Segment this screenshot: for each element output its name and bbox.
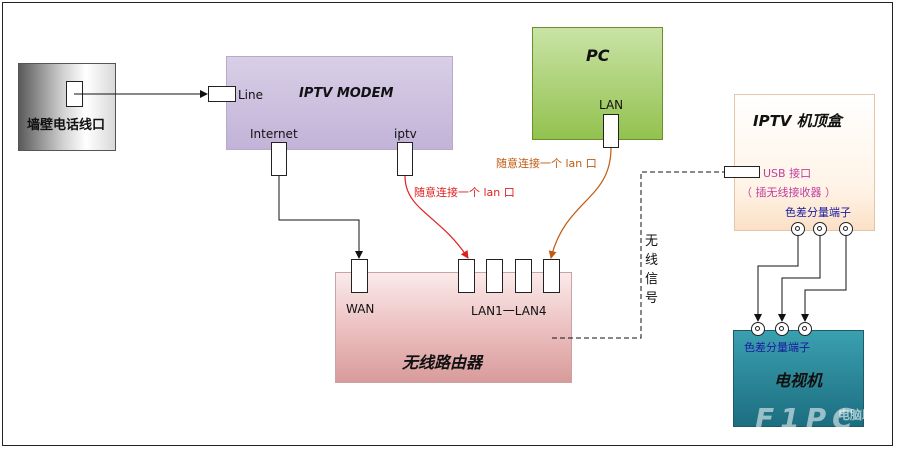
wall-label: 墙壁电话线口 (27, 118, 106, 133)
stb-title: IPTV 机顶盒 (753, 112, 842, 130)
iptv-modem-box: IPTV MODEM Line Internet iptv (226, 56, 453, 150)
pc-title: PC (586, 46, 610, 65)
router-lan-label: LAN1一LAN4 (471, 304, 547, 318)
modem-line-label: Line (238, 88, 264, 102)
router-lan-port-2 (486, 259, 503, 293)
router-lan-port-4 (543, 259, 560, 293)
stb-component-jack-1 (791, 222, 805, 236)
modem-line-port (208, 86, 236, 102)
router-title: 无线路由器 (402, 353, 483, 372)
router-wan-port (351, 259, 368, 293)
line-component-3 (801, 236, 847, 322)
modem-title: IPTV MODEM (299, 86, 394, 101)
line-wireless-signal (552, 171, 724, 339)
modem-iptv-label: iptv (394, 127, 417, 141)
watermark-sub: 电脑助手 (838, 408, 887, 422)
router-wan-label: WAN (346, 302, 375, 316)
annotation-iptv-to-lan: 随意连接一个 lan 口 (414, 186, 515, 199)
pc-lan-port (603, 114, 619, 148)
stb-usb-port (724, 166, 760, 178)
stb-component-label: 色差分量端子 (785, 206, 851, 219)
tv-component-label: 色差分量端子 (744, 341, 810, 354)
wall-phone-jack-box: 墙壁电话线口 (18, 63, 116, 151)
watermark-logo: F1PC (755, 402, 859, 435)
router-lan-port-1 (458, 259, 475, 293)
pc-box: PC LAN (532, 27, 663, 140)
annotation-wireless-signal: 无线信号 (645, 234, 659, 306)
line-component-2 (778, 236, 821, 322)
wireless-router-box: WAN LAN1一LAN4 无线路由器 (335, 272, 572, 383)
tv-component-jack-3 (798, 322, 812, 336)
modem-internet-port (271, 142, 287, 176)
stb-component-jack-2 (813, 222, 827, 236)
modem-internet-label: Internet (250, 127, 298, 141)
line-iptv-to-lan (404, 175, 469, 259)
stb-component-jack-3 (839, 222, 853, 236)
pc-lan-label: LAN (599, 98, 624, 112)
annotation-pc-to-lan: 随意连接一个 lan 口 (496, 157, 597, 170)
tv-component-jack-2 (775, 322, 789, 336)
line-component-1 (754, 236, 799, 322)
tv-component-jack-1 (751, 322, 765, 336)
modem-iptv-port (397, 142, 413, 176)
tv-title: 电视机 (774, 371, 823, 390)
tv-box: 电视机 (733, 330, 864, 427)
stb-usb-label: USB 接口 (763, 167, 812, 180)
stb-usb-note: （ 插无线接收器 ） (741, 186, 836, 199)
line-internet-to-wan (278, 176, 363, 259)
line-pc-to-lan (548, 147, 612, 259)
router-lan-port-3 (515, 259, 532, 293)
